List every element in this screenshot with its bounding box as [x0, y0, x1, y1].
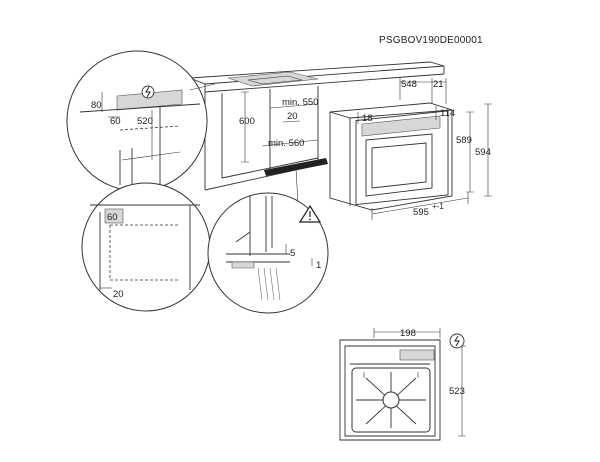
dim-min-560: min. 560: [268, 138, 304, 149]
dim-21: 21: [433, 79, 444, 90]
rear-view-drawing: 198 523: [339, 328, 466, 441]
detail-circle-top: 80 60 520: [66, 50, 216, 192]
cabinet-drawing: 600 min. 550 20 min. 560: [189, 61, 445, 206]
warning-icon: [298, 204, 322, 223]
plug-icon: [449, 333, 465, 349]
dim-60-left: 60: [110, 116, 121, 127]
dim-1: 1: [316, 260, 321, 271]
dim-114: 114: [440, 108, 455, 119]
detail-circle-bottom: 60 20: [81, 182, 211, 312]
dim-520: 520: [137, 116, 153, 127]
oven-drawing: 548 21 114 18 589 594 595 +-1: [329, 78, 492, 220]
reference-code: PSGBOV190DE00001: [379, 35, 483, 46]
dim-5: 5: [290, 248, 295, 259]
dim-548: 548: [401, 79, 417, 90]
dim-523: 523: [449, 386, 465, 397]
dim-18: 18: [362, 113, 373, 124]
dim-595-tolerance: +-1: [432, 202, 444, 211]
dim-595: 595: [413, 207, 429, 218]
dim-589: 589: [456, 135, 472, 146]
dim-min-550: min. 550: [282, 97, 318, 108]
plug-icon: [141, 85, 155, 99]
dim-600: 600: [239, 116, 255, 127]
dim-20-cabinet: 20: [287, 111, 298, 122]
dim-594: 594: [475, 147, 491, 158]
dim-20-detail: 20: [113, 289, 124, 300]
dim-60-box: 60: [107, 212, 118, 223]
dim-198: 198: [400, 328, 416, 339]
detail-circle-vent: 5 1: [207, 192, 329, 314]
dim-80: 80: [91, 100, 102, 111]
